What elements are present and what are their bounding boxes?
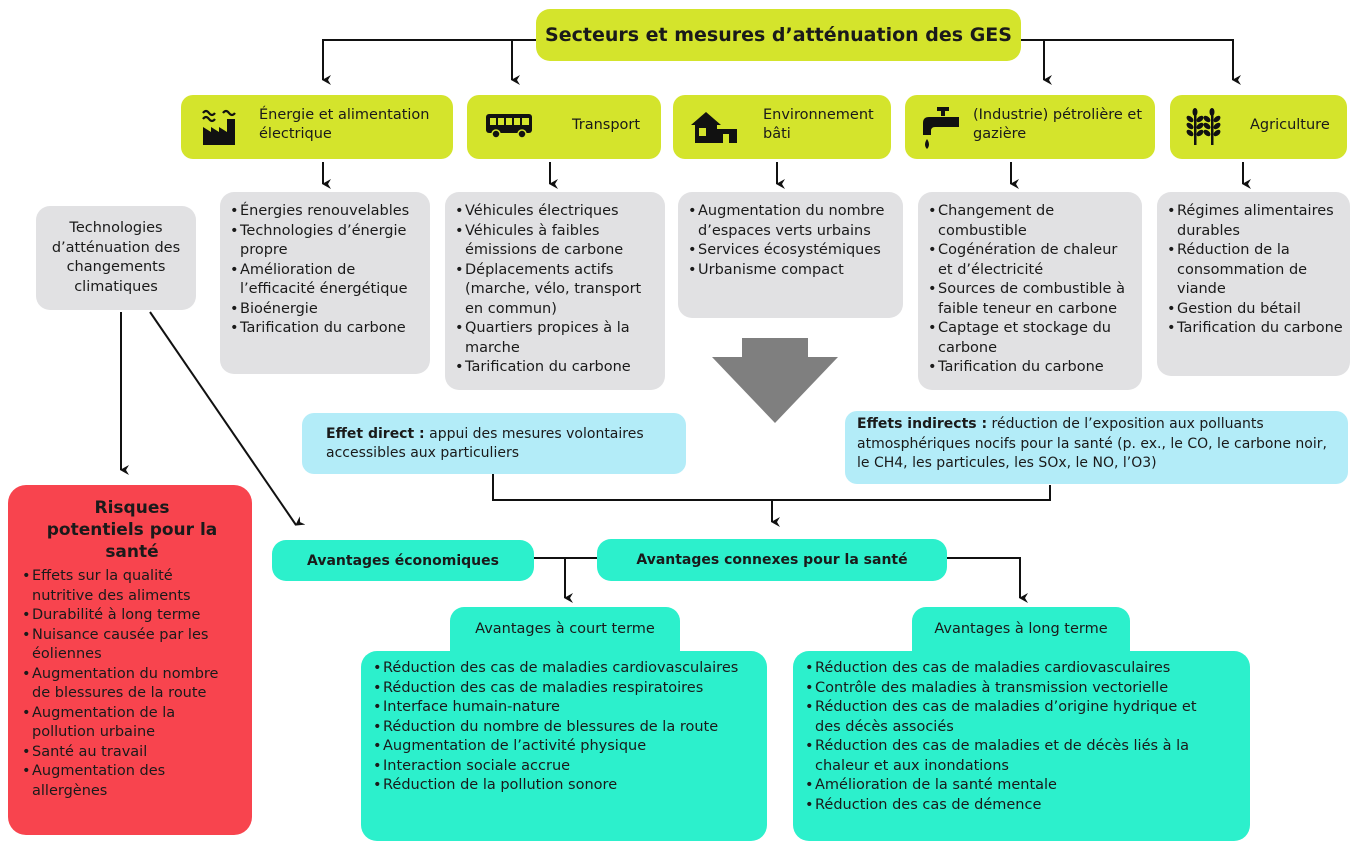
direct-effect-box: Effet direct : appui des mesures volonta… xyxy=(302,413,686,474)
risks-title: Risques potentiels pour la santé xyxy=(46,498,218,562)
page-title: Secteurs et mesures d’atténuation des GE… xyxy=(545,24,1012,46)
list-item: Tarification du carbone xyxy=(1167,319,1344,339)
list-item: Gestion du bétail xyxy=(1167,300,1344,320)
list-item: Véhicules à faibles émissions de carbone xyxy=(455,222,659,261)
list-item: Quartiers propices à la marche xyxy=(455,319,659,358)
list-item: Interaction sociale accrue xyxy=(373,757,759,777)
title-box: Secteurs et mesures d’atténuation des GE… xyxy=(536,9,1021,61)
list-item: Réduction des cas de maladies et de décè… xyxy=(805,737,1202,776)
list-item: Augmentation du nombre d’espaces verts u… xyxy=(688,202,897,241)
sector-oil-gas-label: (Industrie) pétrolière et gazière xyxy=(973,107,1143,142)
list-item: Réduction de la consommation de viande xyxy=(1167,241,1344,300)
sector-transport: Transport xyxy=(467,95,661,159)
indirect-effects-text: réduction de l’exposition aux polluants … xyxy=(857,416,1327,471)
list-item: Technologies d’énergie propre xyxy=(230,222,422,261)
list-item: Interface humain-nature xyxy=(373,698,759,718)
measures-transport: Véhicules électriques Véhicules à faible… xyxy=(445,192,665,390)
list-item: Changement de combustible xyxy=(928,202,1136,241)
list-item: Énergies renouvelables xyxy=(230,202,422,222)
long-term-title-box: Avantages à long terme xyxy=(912,607,1130,659)
list-item: Tarification du carbone xyxy=(928,358,1136,378)
list-item: Amélioration de l’efficacité énergétique xyxy=(230,261,422,300)
list-item: Augmentation de la pollution urbaine xyxy=(22,704,220,743)
wheat-icon xyxy=(1186,108,1221,145)
list-item: Bioénergie xyxy=(230,300,422,320)
direct-effect-label: Effet direct : xyxy=(326,426,425,442)
sector-transport-label: Transport xyxy=(572,117,641,133)
technologies-label: Technologies d’atténuation des changemen… xyxy=(51,220,181,295)
list-item: Nuisance causée par les éoliennes xyxy=(22,626,220,665)
short-term-box: Réduction des cas de maladies cardiovasc… xyxy=(361,651,767,841)
list-item: Tarification du carbone xyxy=(230,319,422,339)
indirect-effects-label: Effets indirects : xyxy=(857,416,988,432)
sector-energy-label: Énergie et alimentation électrique xyxy=(259,107,430,142)
measures-agriculture: Régimes alimentaires durables Réduction … xyxy=(1157,192,1350,376)
economic-benefits-box: Avantages économiques xyxy=(272,540,534,581)
health-cobenefits-label: Avantages connexes pour la santé xyxy=(636,552,908,568)
oil-tap-icon xyxy=(923,107,959,149)
list-item: Sources de combustible à faible teneur e… xyxy=(928,280,1136,319)
list-item: Augmentation de l’activité physique xyxy=(373,737,759,757)
list-item: Urbanisme compact xyxy=(688,261,897,281)
list-item: Réduction des cas de maladies cardiovasc… xyxy=(805,659,1202,679)
list-item: Réduction des cas de maladies cardiovasc… xyxy=(373,659,759,679)
technologies-box: Technologies d’atténuation des changemen… xyxy=(36,206,196,310)
sector-energy: Énergie et alimentation électrique xyxy=(181,95,453,159)
sector-agriculture-label: Agriculture xyxy=(1250,117,1330,133)
list-item: Réduction de la pollution sonore xyxy=(373,776,759,796)
list-item: Cogénération de chaleur et d’électricité xyxy=(928,241,1136,280)
indirect-effects-box: Effets indirects : réduction de l’exposi… xyxy=(845,411,1348,484)
list-item: Réduction des cas de démence xyxy=(805,796,1202,816)
list-item: Véhicules électriques xyxy=(455,202,659,222)
list-item: Réduction des cas de maladies respiratoi… xyxy=(373,679,759,699)
house-icon xyxy=(691,112,737,143)
sector-built-environment-label: Environnement bâti xyxy=(763,107,874,142)
short-term-title-box: Avantages à court terme xyxy=(450,607,680,659)
list-item: Augmentation du nombre de blessures de l… xyxy=(22,665,220,704)
measures-energy: Énergies renouvelables Technologies d’én… xyxy=(220,192,430,374)
big-down-arrow xyxy=(712,338,838,423)
sector-oil-gas: (Industrie) pétrolière et gazière xyxy=(905,95,1155,159)
economic-benefits-label: Avantages économiques xyxy=(307,552,499,569)
list-item: Effets sur la qualité nutritive des alim… xyxy=(22,567,220,606)
short-term-title: Avantages à court terme xyxy=(475,621,655,637)
list-item: Augmentation des allergènes xyxy=(22,762,220,801)
measures-oil-gas: Changement de combustible Cogénération d… xyxy=(918,192,1142,390)
list-item: Services écosystémiques xyxy=(688,241,897,261)
measures-built-environment: Augmentation du nombre d’espaces verts u… xyxy=(678,192,903,318)
list-item: Amélioration de la santé mentale xyxy=(805,776,1202,796)
long-term-box: Réduction des cas de maladies cardiovasc… xyxy=(793,651,1250,841)
list-item: Durabilité à long terme xyxy=(22,606,220,626)
sector-built-environment: Environnement bâti xyxy=(673,95,891,159)
list-item: Déplacements actifs (marche, vélo, trans… xyxy=(455,261,659,320)
risks-box: Risques potentiels pour la santé Effets … xyxy=(8,485,252,835)
list-item: Tarification du carbone xyxy=(455,358,659,378)
list-item: Réduction des cas de maladies d’origine … xyxy=(805,698,1202,737)
long-term-title: Avantages à long terme xyxy=(934,621,1108,637)
bus-icon xyxy=(486,114,532,139)
list-item: Contrôle des maladies à transmission vec… xyxy=(805,679,1202,699)
factory-icon xyxy=(202,109,236,145)
list-item: Captage et stockage du carbone xyxy=(928,319,1136,358)
direct-effect-text: appui des mesures volontaires accessible… xyxy=(326,426,644,461)
health-cobenefits-box: Avantages connexes pour la santé xyxy=(597,539,947,581)
list-item: Santé au travail xyxy=(22,743,220,763)
list-item: Régimes alimentaires durables xyxy=(1167,202,1344,241)
list-item: Réduction du nombre de blessures de la r… xyxy=(373,718,759,738)
sector-agriculture: Agriculture xyxy=(1170,95,1347,159)
